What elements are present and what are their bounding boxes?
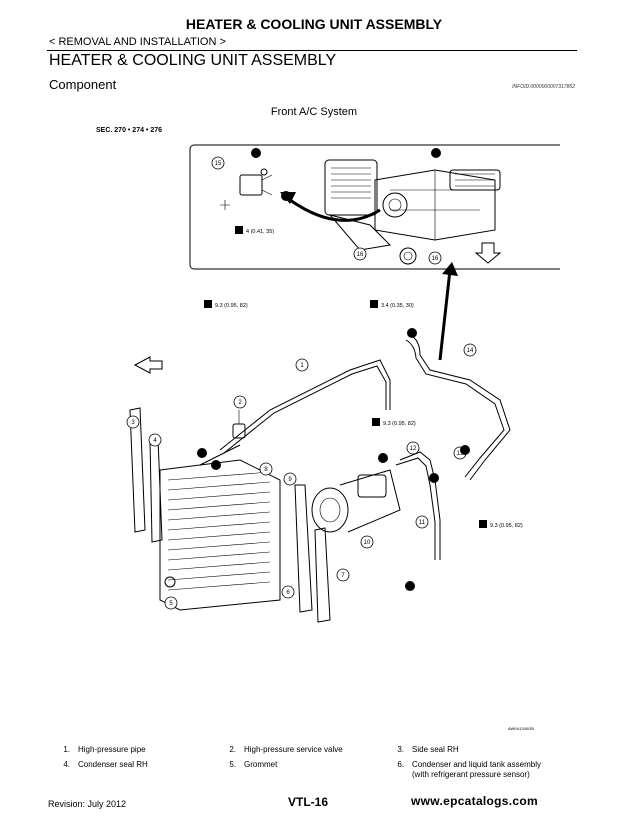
footer-watermark: www.epcatalogs.com [411,794,538,808]
svg-text:9.3 (0.95, 82): 9.3 (0.95, 82) [215,303,248,309]
callout-11: 11 [415,515,429,529]
svg-text:5: 5 [169,601,173,607]
side-seal-lh [294,484,331,623]
footer-revision: Revision: July 2012 [48,799,127,809]
footer-page-number: VTL-16 [288,795,329,809]
callout-5: 5 [164,596,178,610]
svg-text:9.3 (0.95, 82): 9.3 (0.95, 82) [490,523,523,529]
inset-frame [189,144,560,270]
do-not-reuse-markers [197,148,470,591]
callout-9: 9 [283,472,297,486]
callout-7: 7 [336,568,350,582]
system-label: Front A/C System [270,106,358,118]
callout-3: 3 [126,415,140,429]
torque-label-1: 4 (0.41, 35) [235,226,274,235]
front-direction-arrow [133,356,163,374]
svg-text:9.3 (0.95, 82): 9.3 (0.95, 82) [383,421,416,427]
svg-text:16: 16 [432,256,439,262]
callout-14: 14 [463,343,477,357]
torque-label-2: 9.3 (0.95, 82) [204,300,248,309]
high-pressure-pipe [199,359,391,466]
svg-text:10: 10 [364,540,371,546]
figure-code: AWIIA1340GB [508,726,534,731]
component-diagram: 15 16 16 14 1 2 3 4 12 13 8 9 11 10 7 6 … [126,144,560,731]
svg-text:4 (0.41, 35): 4 (0.41, 35) [246,229,274,235]
callout-1: 1 [295,358,309,372]
heater-cooling-unit [324,159,502,265]
compressor [311,469,401,533]
callout-6: 6 [281,585,295,599]
svg-text:16: 16 [357,252,364,258]
header-divider [47,50,577,51]
section-title: HEATER & COOLING UNIT ASSEMBLY [49,52,337,69]
svg-text:15: 15 [215,161,222,167]
callout-2: 2 [233,395,247,409]
svg-text:1: 1 [300,363,304,369]
callout-12: 12 [406,441,420,455]
removal-arrow [289,198,381,222]
svg-text:2: 2 [238,400,242,406]
breadcrumb: < REMOVAL AND INSTALLATION > [49,36,226,48]
svg-text:7: 7 [341,573,345,579]
torque-label-3: 3.4 (0.35, 30) [370,300,414,309]
svg-text:13: 13 [457,451,464,457]
svg-text:6: 6 [286,590,290,596]
svg-text:8: 8 [264,467,268,473]
svg-text:11: 11 [419,520,426,526]
torque-label-4: 9.3 (0.95, 82) [372,418,416,427]
callout-16: 15 [211,156,225,170]
callout-15: 16 [428,251,442,265]
expansion-valve [220,168,273,210]
svg-text:12: 12 [410,446,417,452]
low-pressure-pipe [395,451,441,560]
svg-text:3: 3 [131,420,135,426]
page-header: HEATER & COOLING UNIT ASSEMBLY [185,16,443,32]
svg-text:14: 14 [467,348,474,354]
section-code: SEC. 270 • 274 • 276 [96,127,163,134]
callout-4: 4 [148,433,162,447]
svg-text:4: 4 [153,438,157,444]
torque-label-5: 9.3 (0.95, 82) [479,520,523,529]
callout-10: 10 [360,535,374,549]
callout-8: 8 [259,462,273,476]
connector-arrow [438,269,452,361]
subsection-title: Component [49,77,117,92]
svg-text:3.4 (0.35, 30): 3.4 (0.35, 30) [381,303,414,309]
high-pressure-service-valve [232,410,246,439]
svg-text:9: 9 [288,477,292,483]
callout-16b: 16 [353,247,367,261]
info-id: INFOID:0000000007317852 [512,84,575,90]
